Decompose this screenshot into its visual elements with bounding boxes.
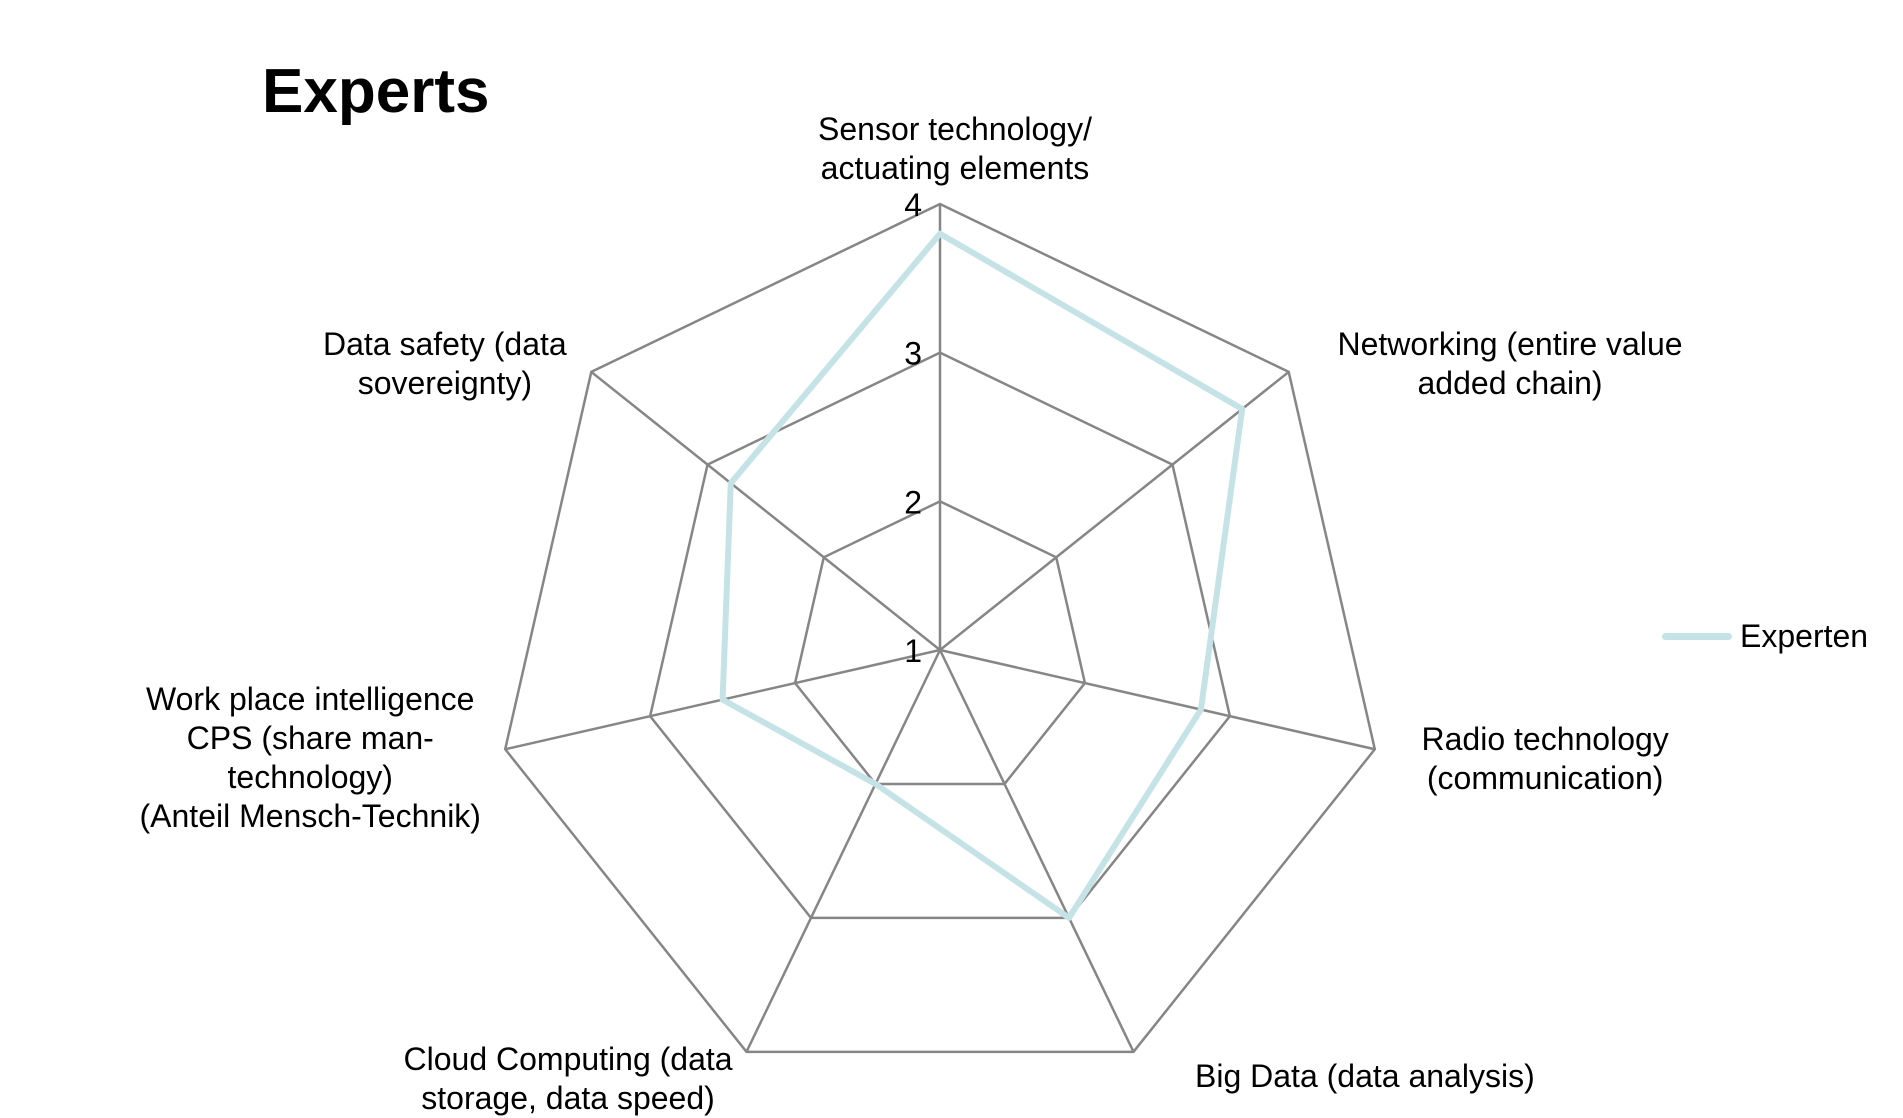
tick-label: 4: [904, 187, 922, 223]
grid-spoke: [590, 370, 941, 651]
axis-label: Sensor technology/actuating elements: [818, 111, 1092, 186]
axis-label: Radio technology(communication): [1421, 721, 1669, 796]
tick-labels: 1 2 3 4: [904, 187, 922, 669]
tick-label: 2: [904, 484, 922, 520]
grid-spoke: [745, 649, 942, 1053]
series: [719, 230, 1246, 921]
legend-label: Experten: [1740, 618, 1869, 654]
grid-ring-2: [793, 499, 1087, 786]
grid: [503, 202, 1377, 1054]
grid-spoke: [939, 370, 1290, 651]
axis-label: Big Data (data analysis): [1195, 1058, 1535, 1094]
grid-ring-3: [648, 351, 1232, 920]
tick-label: 3: [904, 336, 922, 372]
legend: Experten: [1662, 618, 1868, 655]
grid-ring-4: [503, 202, 1377, 1054]
grid-spoke: [938, 649, 1135, 1053]
grid-spoke: [939, 648, 1376, 751]
series-line-0: [719, 230, 1246, 921]
tick-label: 1: [904, 633, 922, 669]
chart-title: Experts: [262, 57, 490, 126]
legend-swatch: [1662, 633, 1732, 640]
